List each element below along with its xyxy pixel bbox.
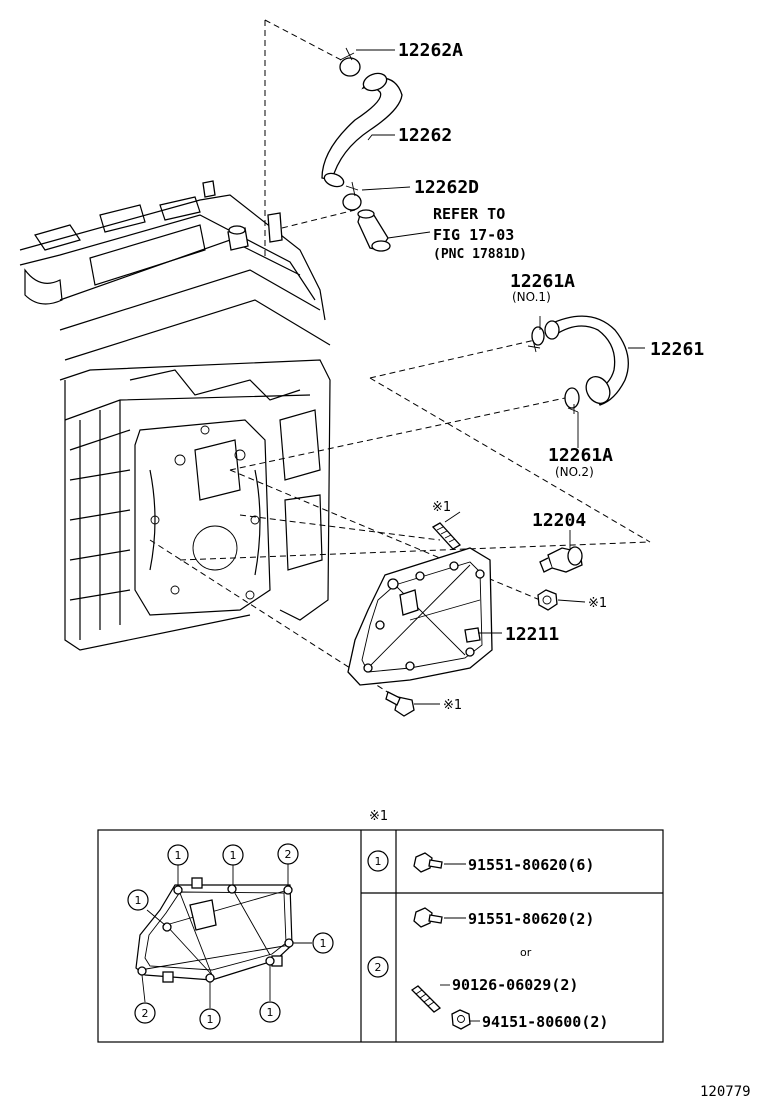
- callout-circle: 1: [199, 1008, 221, 1030]
- label-12261A-no1: 12261A: [510, 271, 575, 292]
- clip-12261A-no2: [564, 387, 580, 414]
- table-border: [97, 829, 664, 1043]
- callout-number: 1: [267, 1006, 274, 1019]
- label-12262D: 12262D: [414, 177, 479, 198]
- label-leaders: [356, 49, 645, 705]
- part-number-row2-b: 90126-06029(2): [452, 976, 578, 994]
- fitting-17881D: [357, 209, 391, 252]
- nut-icon: [451, 1009, 471, 1030]
- callout-number: 2: [142, 1007, 149, 1020]
- callout-number: 1: [230, 849, 237, 862]
- callout-circle: 1: [127, 889, 149, 911]
- or-text: or: [520, 946, 532, 959]
- label-12211: 12211: [505, 624, 559, 645]
- label-12261A-no2: 12261A: [548, 445, 613, 466]
- note-mark-bolt: ※1: [443, 698, 462, 713]
- part-number-row2-a: 91551-80620(2): [468, 910, 594, 928]
- row-number-2: 2: [367, 956, 389, 978]
- callout-circle: 1: [167, 844, 189, 866]
- clip-12261A-no1: [527, 326, 545, 353]
- engine-block-illustration: [19, 180, 331, 651]
- bolt-icon: [413, 852, 443, 873]
- refer-line-2: FIG 17-03: [433, 226, 514, 244]
- callout-number: 1: [135, 894, 142, 907]
- callout-circle: 1: [312, 932, 334, 954]
- callout-number: 1: [320, 937, 327, 950]
- hose-12261: [544, 315, 629, 406]
- svg-text:2: 2: [375, 961, 382, 974]
- callout-circle: 1: [259, 1001, 281, 1023]
- callout-circle: 1: [222, 844, 244, 866]
- hose-12262: [321, 72, 403, 188]
- callouts: 1 1 2 1 1 2 1 1: [127, 843, 334, 1030]
- nut: [537, 589, 558, 611]
- plate-12211: [347, 547, 493, 686]
- callout-number: 1: [207, 1013, 214, 1026]
- part-number-row2-c: 94151-80600(2): [482, 1013, 608, 1031]
- label-12262: 12262: [398, 125, 452, 146]
- callout-circle: 2: [134, 1002, 156, 1024]
- stud-icon: [410, 985, 442, 1013]
- refer-line-1: REFER TO: [433, 205, 505, 223]
- svg-text:1: 1: [375, 855, 382, 868]
- refer-line-3: (PNC 17881D): [433, 247, 527, 262]
- stud-bolt: [431, 522, 462, 550]
- note-mark-nut: ※1: [588, 596, 607, 611]
- clip-12262A: [339, 47, 361, 77]
- callout-circle: 2: [277, 843, 299, 865]
- figure-number: 120779: [700, 1084, 751, 1100]
- bolt-icon: [413, 907, 443, 928]
- callout-number: 1: [175, 849, 182, 862]
- label-no2: (NO.2): [555, 465, 594, 479]
- label-no1: (NO.1): [512, 290, 551, 304]
- label-12204: 12204: [532, 510, 586, 531]
- part-number-row1: 91551-80620(6): [468, 856, 594, 874]
- callout-number: 2: [285, 848, 292, 861]
- fastener-table: ※1 1 1 2 1: [97, 809, 664, 1043]
- clip-12262D: [342, 181, 362, 211]
- note-mark-stud: ※1: [432, 500, 451, 515]
- bolt: [385, 691, 415, 717]
- valve-12204: [539, 546, 583, 573]
- row-number-1: 1: [367, 850, 389, 872]
- table-note-mark: ※1: [369, 809, 388, 824]
- table-plate-sketch: [135, 864, 312, 1008]
- label-12261: 12261: [650, 339, 704, 360]
- label-12262A: 12262A: [398, 40, 463, 61]
